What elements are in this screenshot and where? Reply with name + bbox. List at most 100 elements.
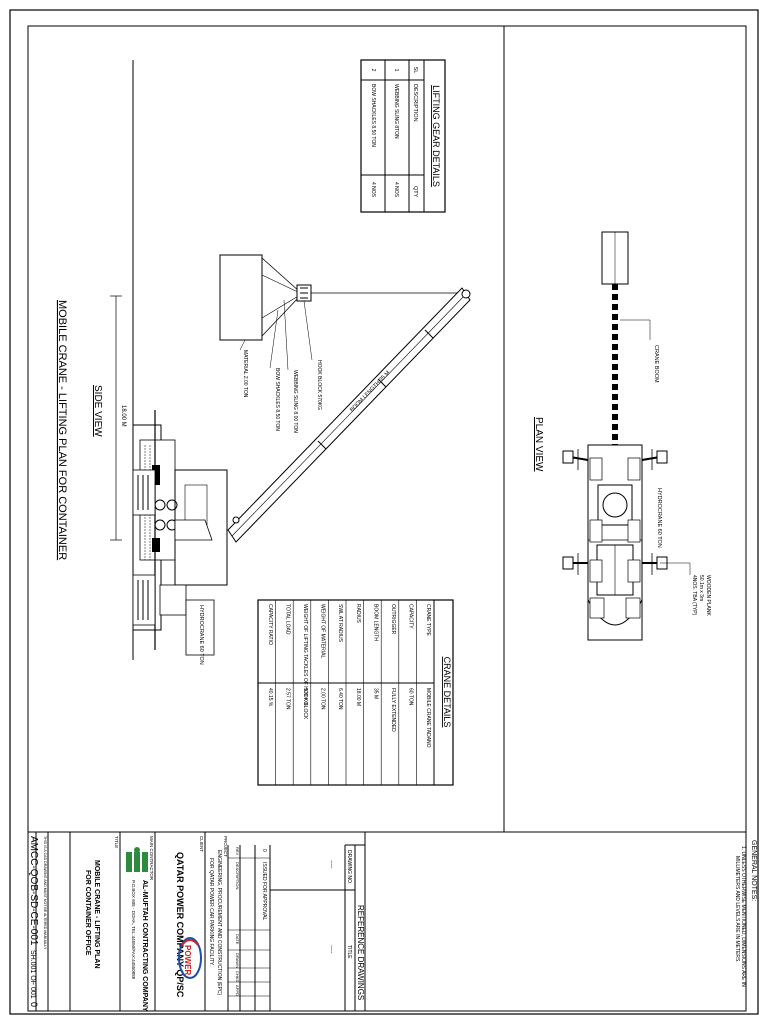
client-block: CLIENT QATAR POWER COMPANY QP/SC POWER bbox=[175, 836, 204, 998]
reference-title: REFERENCE DRAWINGS bbox=[356, 905, 365, 1000]
title-label: TITLE bbox=[114, 836, 119, 848]
side-view-title: SIDE VIEW bbox=[92, 385, 103, 437]
ref-dash-1: ----- bbox=[328, 860, 334, 869]
crane-details-label: CAPACITY bbox=[408, 604, 414, 629]
crane-details-label: TOTAL LOAD bbox=[284, 604, 290, 635]
contractor-address: P.O.BOX 605 - DOHA, TEL:44550/FAX:445508… bbox=[131, 880, 136, 980]
plank-label-1: WOODEN PLANK bbox=[705, 575, 711, 617]
boom-length-label: BOOM LENGTH 35 M bbox=[349, 370, 391, 414]
power-logo: POWER bbox=[178, 937, 202, 979]
general-note-1: 1. UNLESS OTHERWISE MENTIONED, DIMENSION… bbox=[740, 846, 746, 987]
crane-details-value: MOBILE CRANE TADANO bbox=[425, 688, 431, 748]
plank-label-3: 4NOS. TBA (TYP) bbox=[691, 575, 697, 616]
crane-details-label: WEIGHT OF MATERIAL bbox=[320, 604, 326, 658]
crane-details-label: BOOM LENGTH bbox=[372, 604, 378, 641]
crane-details-value: 6.40 TON bbox=[337, 688, 343, 710]
drawing-number: AMCC-QOB-SD-CE-001 bbox=[28, 836, 39, 946]
crane-details-label: OUTRIGGER bbox=[390, 604, 396, 635]
rev-header-rev: REV bbox=[235, 847, 240, 856]
radius-label: 18.00 M bbox=[120, 405, 126, 427]
side-crane-label: HYDROCRANE 60 TON bbox=[198, 605, 204, 665]
crane-details-value: 570 KG bbox=[302, 688, 308, 705]
plan-crane-chassis bbox=[587, 444, 643, 641]
revision-block: 0 ISSUED FOR APPROVAL REV DESCRIPTION DA… bbox=[227, 845, 270, 1011]
rev-header-drawn: DRAWN bbox=[235, 953, 240, 968]
lg-header-qty: QTY bbox=[412, 186, 418, 198]
crane-boom bbox=[227, 287, 471, 543]
reference-drawings-block: REFERENCE DRAWINGS DRAWING NO. TITLE ---… bbox=[269, 844, 365, 1011]
container-load bbox=[219, 254, 263, 341]
revision-mark: 0 bbox=[29, 1002, 39, 1007]
side-view-callouts: HOOK BLOCK 570KG WEBBING SLING 8.00 TON … bbox=[239, 299, 322, 433]
lg-row2-desc: BOW SHACKLES 8.50 TON bbox=[370, 84, 376, 147]
crane-details-label: CAPACITY RATIO bbox=[267, 604, 273, 645]
power-logo-text: POWER bbox=[183, 945, 192, 975]
lg-row1-qty: 4 NOS bbox=[393, 182, 399, 198]
side-view: 18.00 M BOOM LENGTH 35 M HOO bbox=[56, 60, 471, 665]
lg-header-sl: SL bbox=[412, 67, 418, 74]
plan-view: CRANE BOOM bbox=[533, 231, 711, 641]
project-block: PROJECT ENGINEERING, PROCUREMENT AND CON… bbox=[204, 832, 228, 1011]
lg-row2-qty: 4 NOS bbox=[370, 182, 376, 198]
general-notes-title: GENERAL NOTES: bbox=[750, 840, 757, 901]
plan-crane-boom-label: CRANE BOOM bbox=[653, 345, 659, 383]
contractor-logo bbox=[126, 847, 148, 872]
contractor-label: MAIN CONTRACTOR bbox=[149, 836, 154, 881]
ref-header-drawing-no: DRAWING NO. bbox=[346, 850, 352, 884]
crane-details-table: CRANE TYPE MOBILE CRANE TADANO CAPACITY 60 … bbox=[257, 599, 454, 786]
crane-details-value: 18.00 M bbox=[355, 688, 361, 706]
crane-details-value: 2.00 TON bbox=[320, 688, 326, 710]
contractor-name: AL-MUFTAH CONTRACTING COMPANY bbox=[141, 880, 148, 1012]
callout-material: MATERIAL 2.00 TON bbox=[242, 350, 248, 398]
callout-bow-shackles: BOW SHACKLES 8.50 TON bbox=[274, 368, 280, 431]
lg-row1-sl: 1 bbox=[393, 69, 399, 72]
plank-label-2: 50.1m x 3m bbox=[698, 575, 704, 601]
mobile-crane-body bbox=[132, 410, 228, 656]
crane-details-label: CRANE TYPE bbox=[425, 604, 431, 637]
crane-details-label: RADIUS bbox=[355, 604, 361, 624]
callout-hook-block: HOOK BLOCK 570KG bbox=[316, 360, 322, 410]
lifting-gear-table: LIFTING GEAR DETAILS SL DESCRIPTION QTY … bbox=[360, 59, 446, 213]
rev-header-chkd: CHKD bbox=[235, 971, 240, 982]
sling-line bbox=[261, 257, 301, 293]
project-label: PROJECT bbox=[223, 836, 228, 857]
crane-details-label: SWL AT RADIUS bbox=[337, 604, 343, 643]
crane-details-value: 2.57 TON bbox=[284, 688, 290, 710]
plan-crane-label: HYDROCRANE 60 TON bbox=[656, 488, 662, 548]
project-line-2: FOR QATAR POWER CAR PARKING FACILITY. bbox=[208, 858, 214, 966]
client-name: QATAR POWER COMPANY QP/SC bbox=[175, 852, 185, 998]
drawing-title-line-1: MOBILE CRANE - LIFTING PLAN bbox=[93, 860, 100, 969]
drawing-title-line-2: FOR CONTAINER OFFICE bbox=[84, 870, 91, 956]
lg-row1-desc: WEBBING SLING 8TON bbox=[393, 84, 399, 139]
revision-number: 0 bbox=[261, 849, 267, 852]
lg-row2-sl: 2 bbox=[370, 69, 376, 72]
callout-webbing-sling: WEBBING SLING 8.00 TON bbox=[292, 370, 298, 433]
lg-header-description: DESCRIPTION bbox=[412, 84, 418, 122]
project-line-1: ENGINEERING, PROCUREMENT AND CONSTRUCTIO… bbox=[216, 850, 222, 996]
revision-description: ISSUED FOR APPROVAL bbox=[261, 862, 267, 920]
crane-details-label: WEIGHT OF LIFTING TACKLES OF HOOK BLOCK bbox=[302, 604, 308, 720]
rev-header-appd: APPD bbox=[235, 985, 240, 996]
contractor-block: MAIN CONTRACTOR AL-MUFTAH CONTRACTING CO… bbox=[126, 836, 154, 1012]
general-note-2: MILLIMETERS AND LEVELS ARE IN METERS. bbox=[734, 856, 740, 963]
plan-view-title: PLAN VIEW bbox=[533, 417, 544, 472]
title-block: GENERAL NOTES: 1. UNLESS OTHERWISE MENTI… bbox=[28, 832, 757, 1012]
ref-header-title: TITLE bbox=[346, 945, 352, 959]
crane-details-value: 60 TON bbox=[408, 688, 414, 706]
crane-details-value: FULLY EXTENDED bbox=[390, 688, 396, 732]
lifting-gear-title: LIFTING GEAR DETAILS bbox=[431, 85, 441, 187]
main-drawing-title: MOBILE CRANE - LIFTING PLAN FOR CONTAINE… bbox=[56, 300, 68, 560]
inner-border bbox=[27, 25, 747, 1012]
sling-line bbox=[261, 295, 301, 337]
crane-details-value: 40.15 % bbox=[267, 688, 273, 707]
cad-footer-note: THIS IS A CAD DRAWING AND MUST NOT BE AL… bbox=[43, 836, 47, 950]
outer-border bbox=[9, 9, 759, 1015]
drawing-number-block: THIS IS A CAD DRAWING AND MUST NOT BE AL… bbox=[28, 832, 47, 1011]
sheet-number: SH.001 OF 001 bbox=[29, 950, 36, 999]
drawing-title-block: TITLE MOBILE CRANE - LIFTING PLAN FOR CO… bbox=[84, 836, 119, 969]
client-label: CLIENT bbox=[199, 836, 204, 852]
rev-header-description: DESCRIPTION bbox=[235, 862, 240, 889]
ref-dash-2: ----- bbox=[328, 945, 334, 954]
crane-details-value: 35 M bbox=[372, 688, 378, 699]
